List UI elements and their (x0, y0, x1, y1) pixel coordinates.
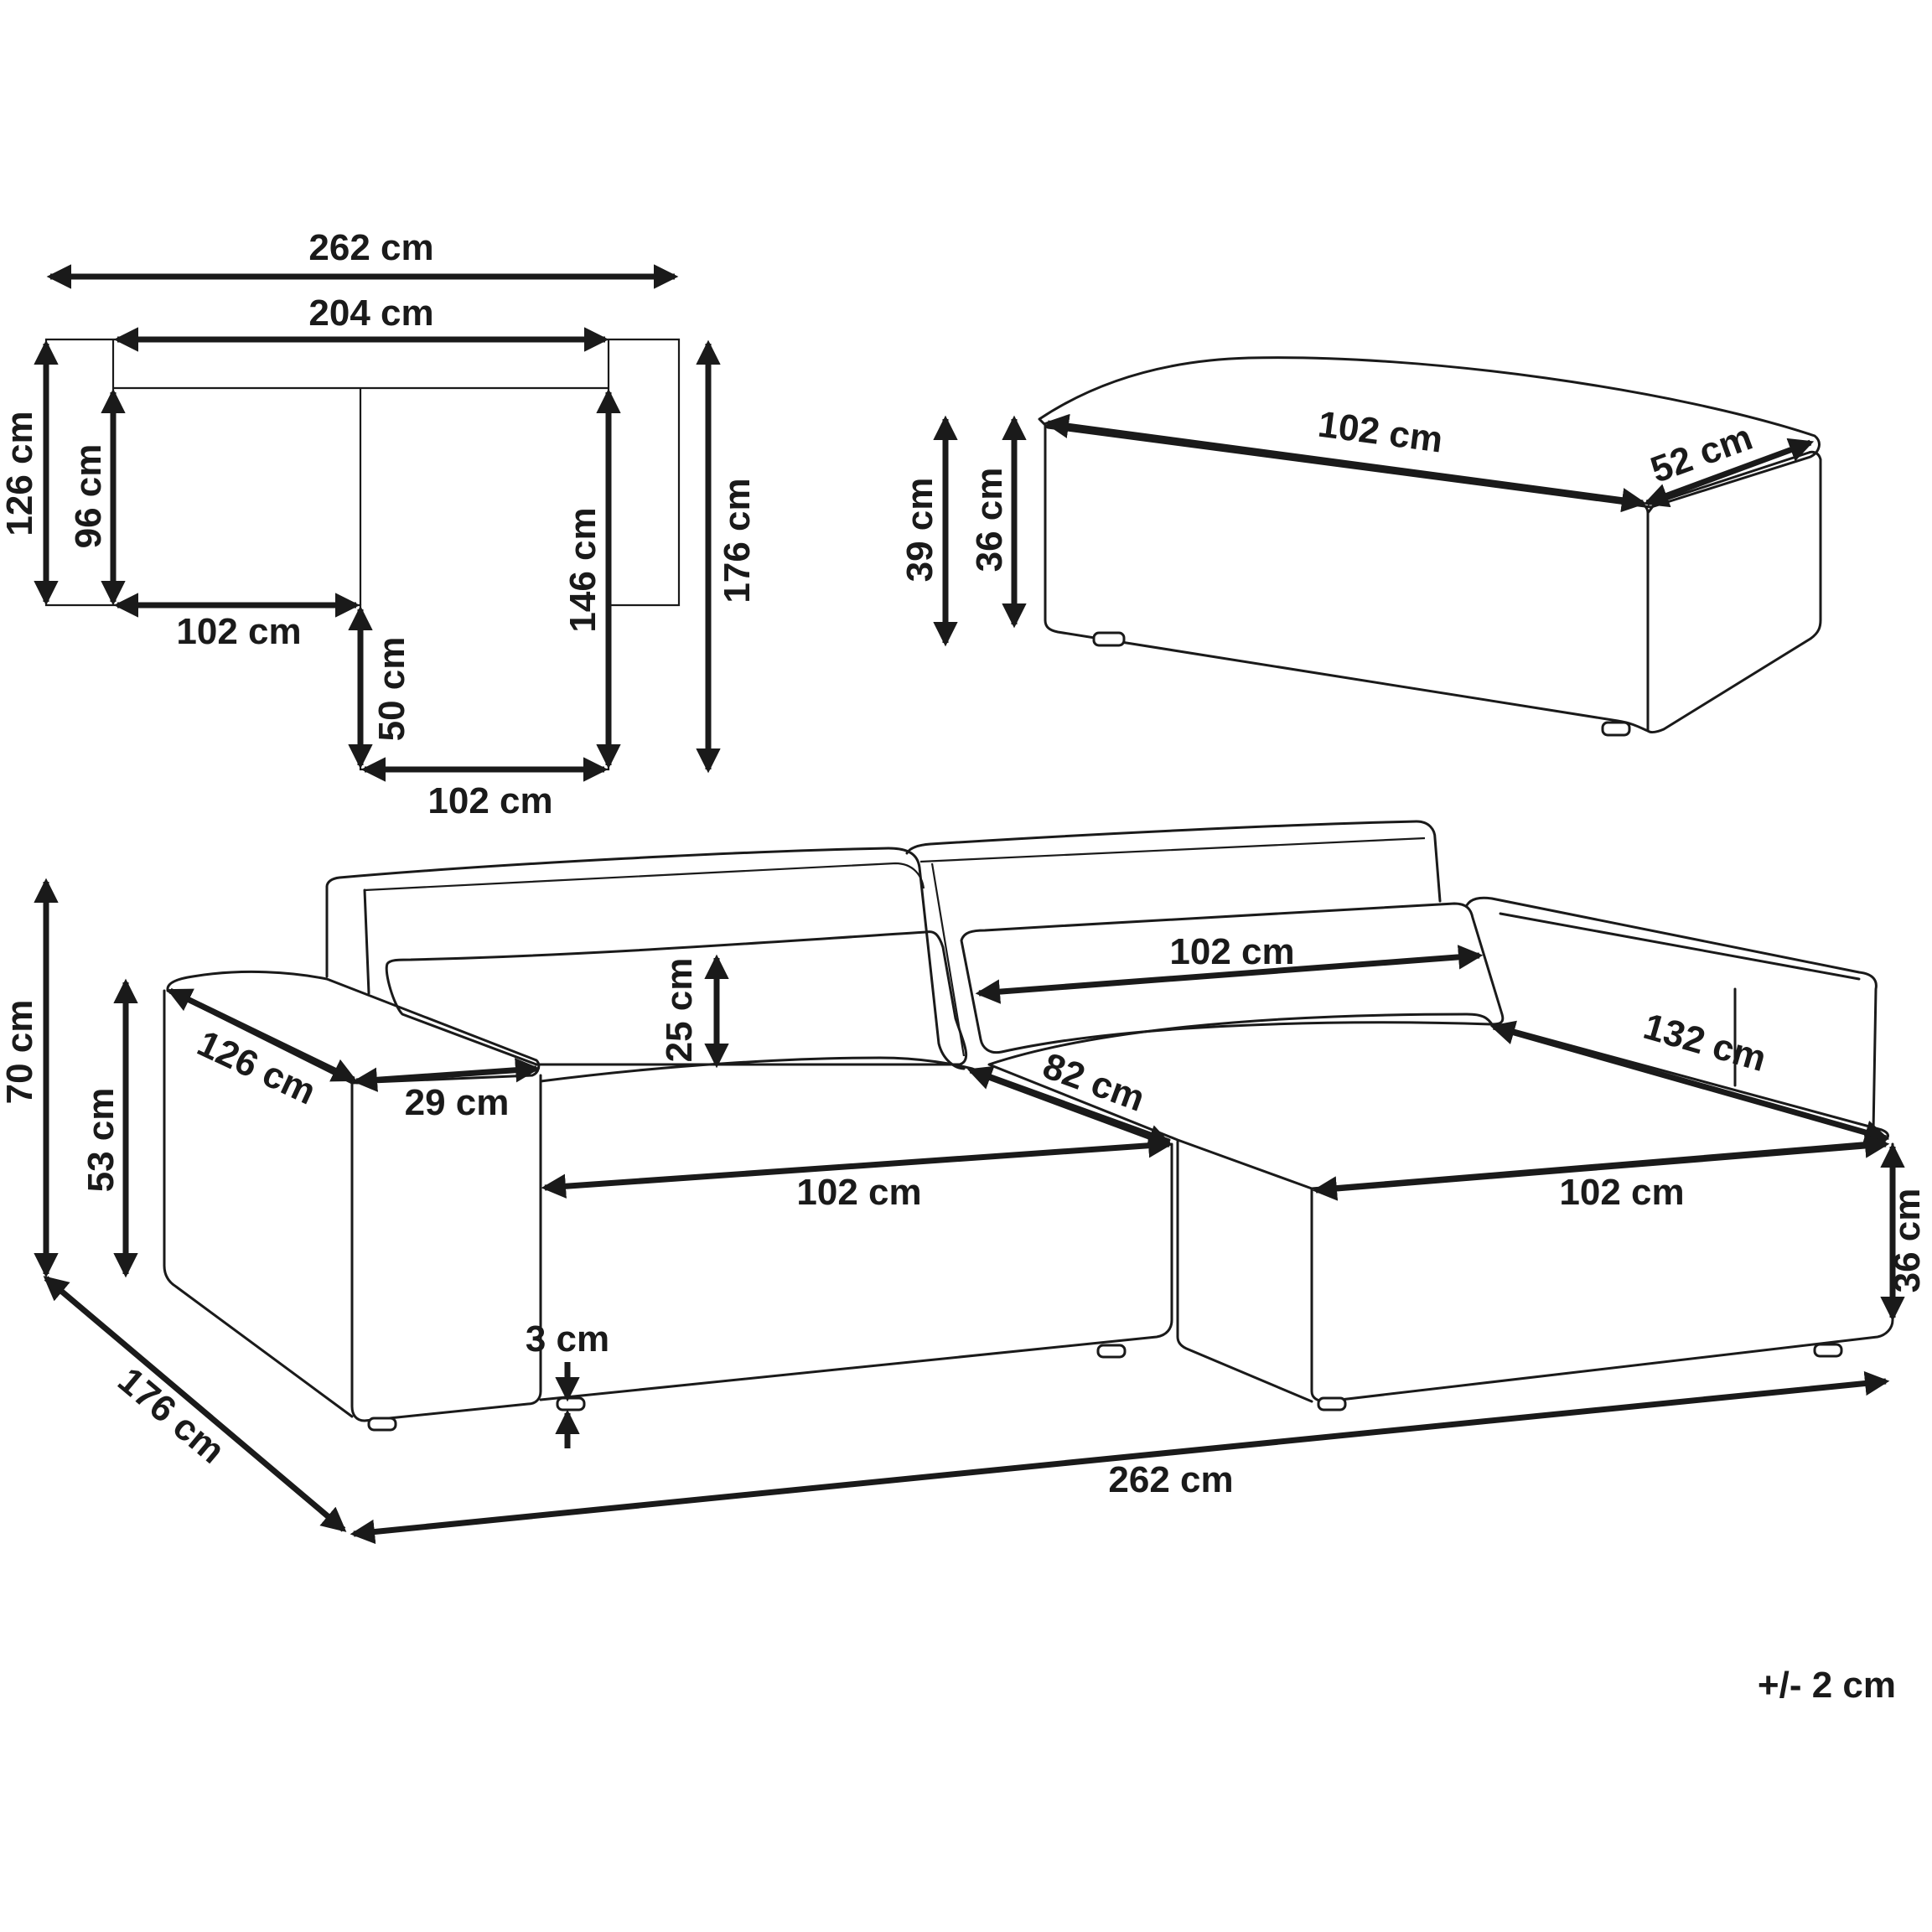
dim-sofa-total-width-label: 262 cm (1108, 1459, 1233, 1500)
dim-chaise-length-arrow (1489, 1020, 1890, 1145)
dim-total-width-label: 262 cm (308, 227, 433, 268)
ottoman-drawing: 102 cm 52 cm 39 cm 36 cm (899, 356, 1822, 737)
dim-leg-height-label: 3 cm (526, 1318, 609, 1360)
sofa-left-backrest (325, 847, 966, 1070)
sofa-foot-2 (556, 1396, 586, 1411)
sofa-foot-1 (367, 1417, 397, 1432)
dim-total-depth-label: 176 cm (717, 478, 758, 603)
dim-seat-width-right-arrow (1312, 1133, 1890, 1201)
dim-sofa-total-width-arrow (350, 1370, 1890, 1545)
dim-ottoman-width-label: 102 cm (1316, 404, 1445, 461)
dim-inner-depth-label: 96 cm (68, 444, 109, 549)
sofa-drawing: 70 cm 53 cm 126 cm 29 cm 25 cm 102 cm 82… (0, 820, 1928, 1545)
dim-seat-width-left-arrow (541, 1133, 1173, 1199)
dim-ottoman-width-arrow (1044, 413, 1647, 513)
dim-chaise-depth-label: 146 cm (562, 507, 603, 632)
dim-sofa-total-depth-label: 176 cm (110, 1360, 232, 1471)
sofa-chaise-side (1176, 1140, 1313, 1403)
dim-seat-depth-label: 82 cm (1038, 1045, 1150, 1120)
dim-arm-height-label: 53 cm (80, 1088, 122, 1193)
dim-seat-height-label: 36 cm (1887, 1189, 1928, 1293)
dim-sofa-total-height-label: 70 cm (0, 1000, 40, 1105)
ottoman-foot-right (1601, 721, 1631, 737)
sofa-foot-3 (1096, 1344, 1127, 1359)
dim-ottoman-seat-height-label: 36 cm (969, 468, 1010, 572)
dim-arm-depth-arrow (167, 987, 357, 1083)
sofa-left-seat-top (539, 1056, 1171, 1142)
dim-ottoman-depth-arrow (1643, 438, 1815, 508)
dim-back-cushion-width-arrow (975, 945, 1484, 1004)
dim-depth-left-label: 126 cm (0, 411, 40, 536)
sofa-left-seat-front (539, 1142, 1173, 1401)
dim-back-cushion-height-label: 25 cm (659, 958, 700, 1063)
sofa-right-back-cushion (960, 902, 1505, 1054)
sofa-left-arm-front (350, 1074, 542, 1422)
dim-seat-width-left-label: 102 cm (796, 1172, 921, 1213)
top-view-plan: 262 cm 204 cm 126 cm 96 cm 102 cm 50 cm … (0, 227, 758, 821)
sofa-foot-5 (1813, 1343, 1843, 1358)
sofa-left-backrest-inner (364, 862, 925, 892)
dim-seat-width-right-label: 102 cm (1559, 1172, 1684, 1213)
dim-seat-depth-arrow (966, 1065, 1173, 1149)
dim-back-cushion-width-label: 102 cm (1169, 931, 1294, 972)
ottoman-top-cushion (1038, 356, 1821, 509)
dim-arm-width-arrow (352, 1058, 541, 1092)
dim-chaise-width-label: 102 cm (427, 780, 552, 821)
ottoman-foot-left (1092, 631, 1126, 647)
dim-seat-width-label: 102 cm (176, 611, 301, 652)
sofa-foot-4 (1317, 1396, 1347, 1411)
tolerance-note: +/- 2 cm (1758, 1665, 1896, 1706)
dim-ottoman-total-height-label: 39 cm (899, 478, 940, 583)
dim-back-width-label: 204 cm (308, 293, 433, 334)
ottoman-front-face (1044, 424, 1650, 733)
dim-arm-width-label: 29 cm (405, 1082, 510, 1123)
sofa-left-backrest-side (325, 885, 370, 995)
dim-sofa-total-depth-arrow (43, 1276, 347, 1532)
dim-chaise-extension-label: 50 cm (371, 637, 412, 742)
sofa-right-backrest (905, 820, 1442, 903)
